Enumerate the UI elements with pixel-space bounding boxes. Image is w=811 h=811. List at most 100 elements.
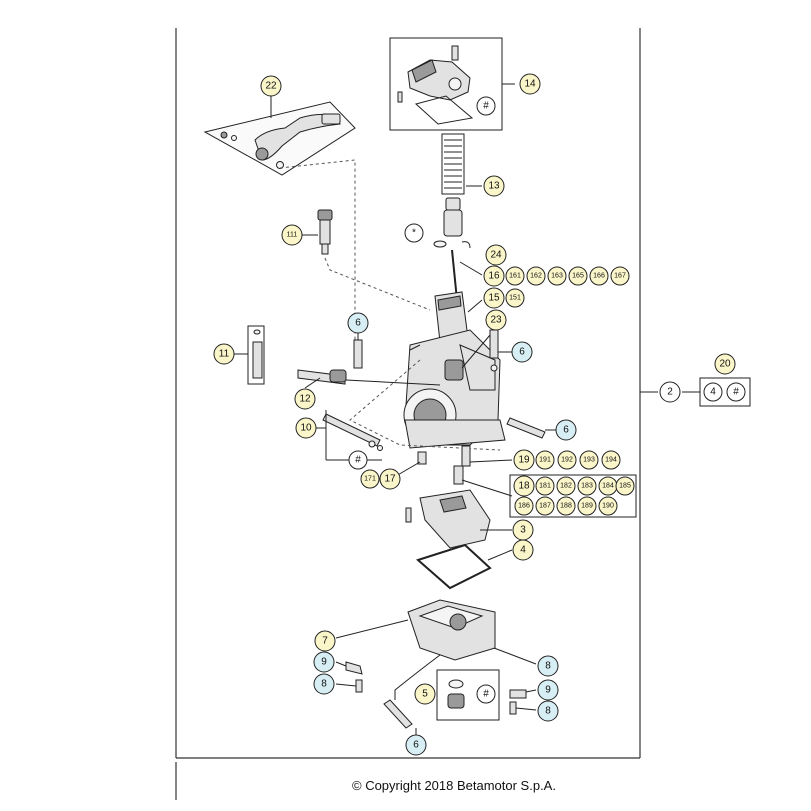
callout-18: 18: [513, 475, 535, 497]
svg-text:8: 8: [321, 679, 327, 690]
svg-text:187: 187: [539, 503, 551, 510]
svg-text:24: 24: [490, 250, 502, 261]
svg-text:185: 185: [619, 483, 631, 490]
part-18-jet: [453, 465, 513, 497]
svg-text:9: 9: [321, 657, 327, 668]
part-20-box: [640, 377, 751, 407]
svg-text:6: 6: [355, 318, 361, 329]
svg-text:13: 13: [488, 181, 500, 192]
callout-7: 7: [314, 630, 336, 652]
svg-text:188: 188: [560, 503, 572, 510]
callout-162: 162: [526, 266, 546, 286]
svg-text:162: 162: [530, 273, 542, 280]
body-dashes: [349, 359, 501, 451]
callout-194: 194: [601, 450, 621, 470]
callout-6-middle-right: 6: [555, 419, 577, 441]
svg-text:5: 5: [422, 689, 428, 700]
part-9-right-clip: [509, 689, 537, 699]
svg-text:165: 165: [572, 273, 584, 280]
callout-167: 167: [610, 266, 630, 286]
svg-text:#: #: [483, 689, 489, 700]
callout-22: 22: [260, 75, 282, 97]
svg-text:183: 183: [581, 483, 593, 490]
svg-text:111: 111: [287, 232, 298, 239]
callout-8-left: 8: [313, 673, 335, 695]
callout-10: 10: [295, 417, 317, 439]
callout-188: 188: [556, 496, 576, 516]
callout-hash-14: #: [476, 96, 496, 116]
callout-165: 165: [568, 266, 588, 286]
carburetor-body: [403, 329, 506, 449]
callout-163: 163: [547, 266, 567, 286]
svg-text:10: 10: [300, 423, 312, 434]
svg-text:8: 8: [545, 661, 551, 672]
svg-text:192: 192: [561, 457, 573, 464]
callout-151: 151: [505, 288, 525, 308]
callout-192: 192: [557, 450, 577, 470]
svg-text:6: 6: [413, 740, 419, 751]
svg-text:181: 181: [539, 483, 551, 490]
callout-181: 181: [535, 476, 555, 496]
part-7-float-bowl: [335, 599, 537, 665]
callout-111: 111: [281, 224, 303, 246]
callout-hash-box: #: [726, 382, 746, 402]
svg-text:15: 15: [488, 293, 500, 304]
svg-text:17: 17: [384, 474, 396, 485]
svg-text:167: 167: [614, 273, 626, 280]
svg-text:2: 2: [667, 387, 673, 398]
callout-184: 184: [598, 476, 618, 496]
part-11-bolt: [234, 325, 265, 385]
callout-asterisk: *: [404, 223, 424, 243]
callout-6-upper-right: 6: [511, 341, 533, 363]
svg-text:22: 22: [265, 81, 277, 92]
part-22-cable-bracket: [203, 96, 356, 176]
callout-5: 5: [414, 683, 436, 705]
part-18-callout-box: [509, 474, 637, 518]
part-13-spring: [441, 133, 482, 237]
part-14-top-cover: [389, 37, 515, 131]
callout-191: 191: [535, 450, 555, 470]
part-111-adjuster-screw: [302, 209, 333, 255]
part-6-lower-pipe: [506, 417, 556, 439]
callout-4: 4: [512, 539, 534, 561]
callout-8-upper-right: 8: [537, 655, 559, 677]
callout-23: 23: [485, 309, 507, 331]
svg-text:4: 4: [520, 545, 526, 556]
part-10-air-screw: [316, 410, 383, 461]
callout-hash-10: #: [348, 450, 368, 470]
svg-text:186: 186: [518, 503, 530, 510]
part-4-gasket: [416, 543, 513, 590]
part-16-needle: [433, 240, 483, 301]
svg-text:11: 11: [219, 349, 230, 360]
part-5-plug: [436, 669, 500, 721]
part-111-dash: [324, 257, 431, 311]
callout-4-box: 4: [703, 382, 723, 402]
part-8-right-screw: [509, 701, 537, 715]
callout-15: 15: [483, 287, 505, 309]
svg-text:166: 166: [593, 273, 605, 280]
svg-text:151: 151: [509, 295, 521, 302]
svg-text:#: #: [733, 387, 739, 398]
callout-189: 189: [577, 496, 597, 516]
svg-text:189: 189: [581, 503, 593, 510]
callout-9-left: 9: [313, 651, 335, 673]
svg-text:161: 161: [509, 273, 521, 280]
part-22-routing-dash: [279, 159, 356, 340]
part-6-right-screw: [489, 329, 512, 372]
callout-182: 182: [556, 476, 576, 496]
svg-text:191: 191: [539, 457, 551, 464]
svg-text:194: 194: [605, 457, 617, 464]
callout-166: 166: [589, 266, 609, 286]
callout-185: 185: [615, 476, 635, 496]
svg-text:23: 23: [490, 315, 502, 326]
svg-text:19: 19: [518, 455, 530, 466]
callout-17: 17: [379, 468, 401, 490]
svg-text:184: 184: [602, 483, 614, 490]
svg-text:14: 14: [524, 79, 536, 90]
callout-161: 161: [505, 266, 525, 286]
svg-text:18: 18: [518, 481, 530, 492]
callout-11: 11: [213, 343, 235, 365]
svg-text:#: #: [483, 101, 489, 112]
callout-9-right: 9: [537, 679, 559, 701]
